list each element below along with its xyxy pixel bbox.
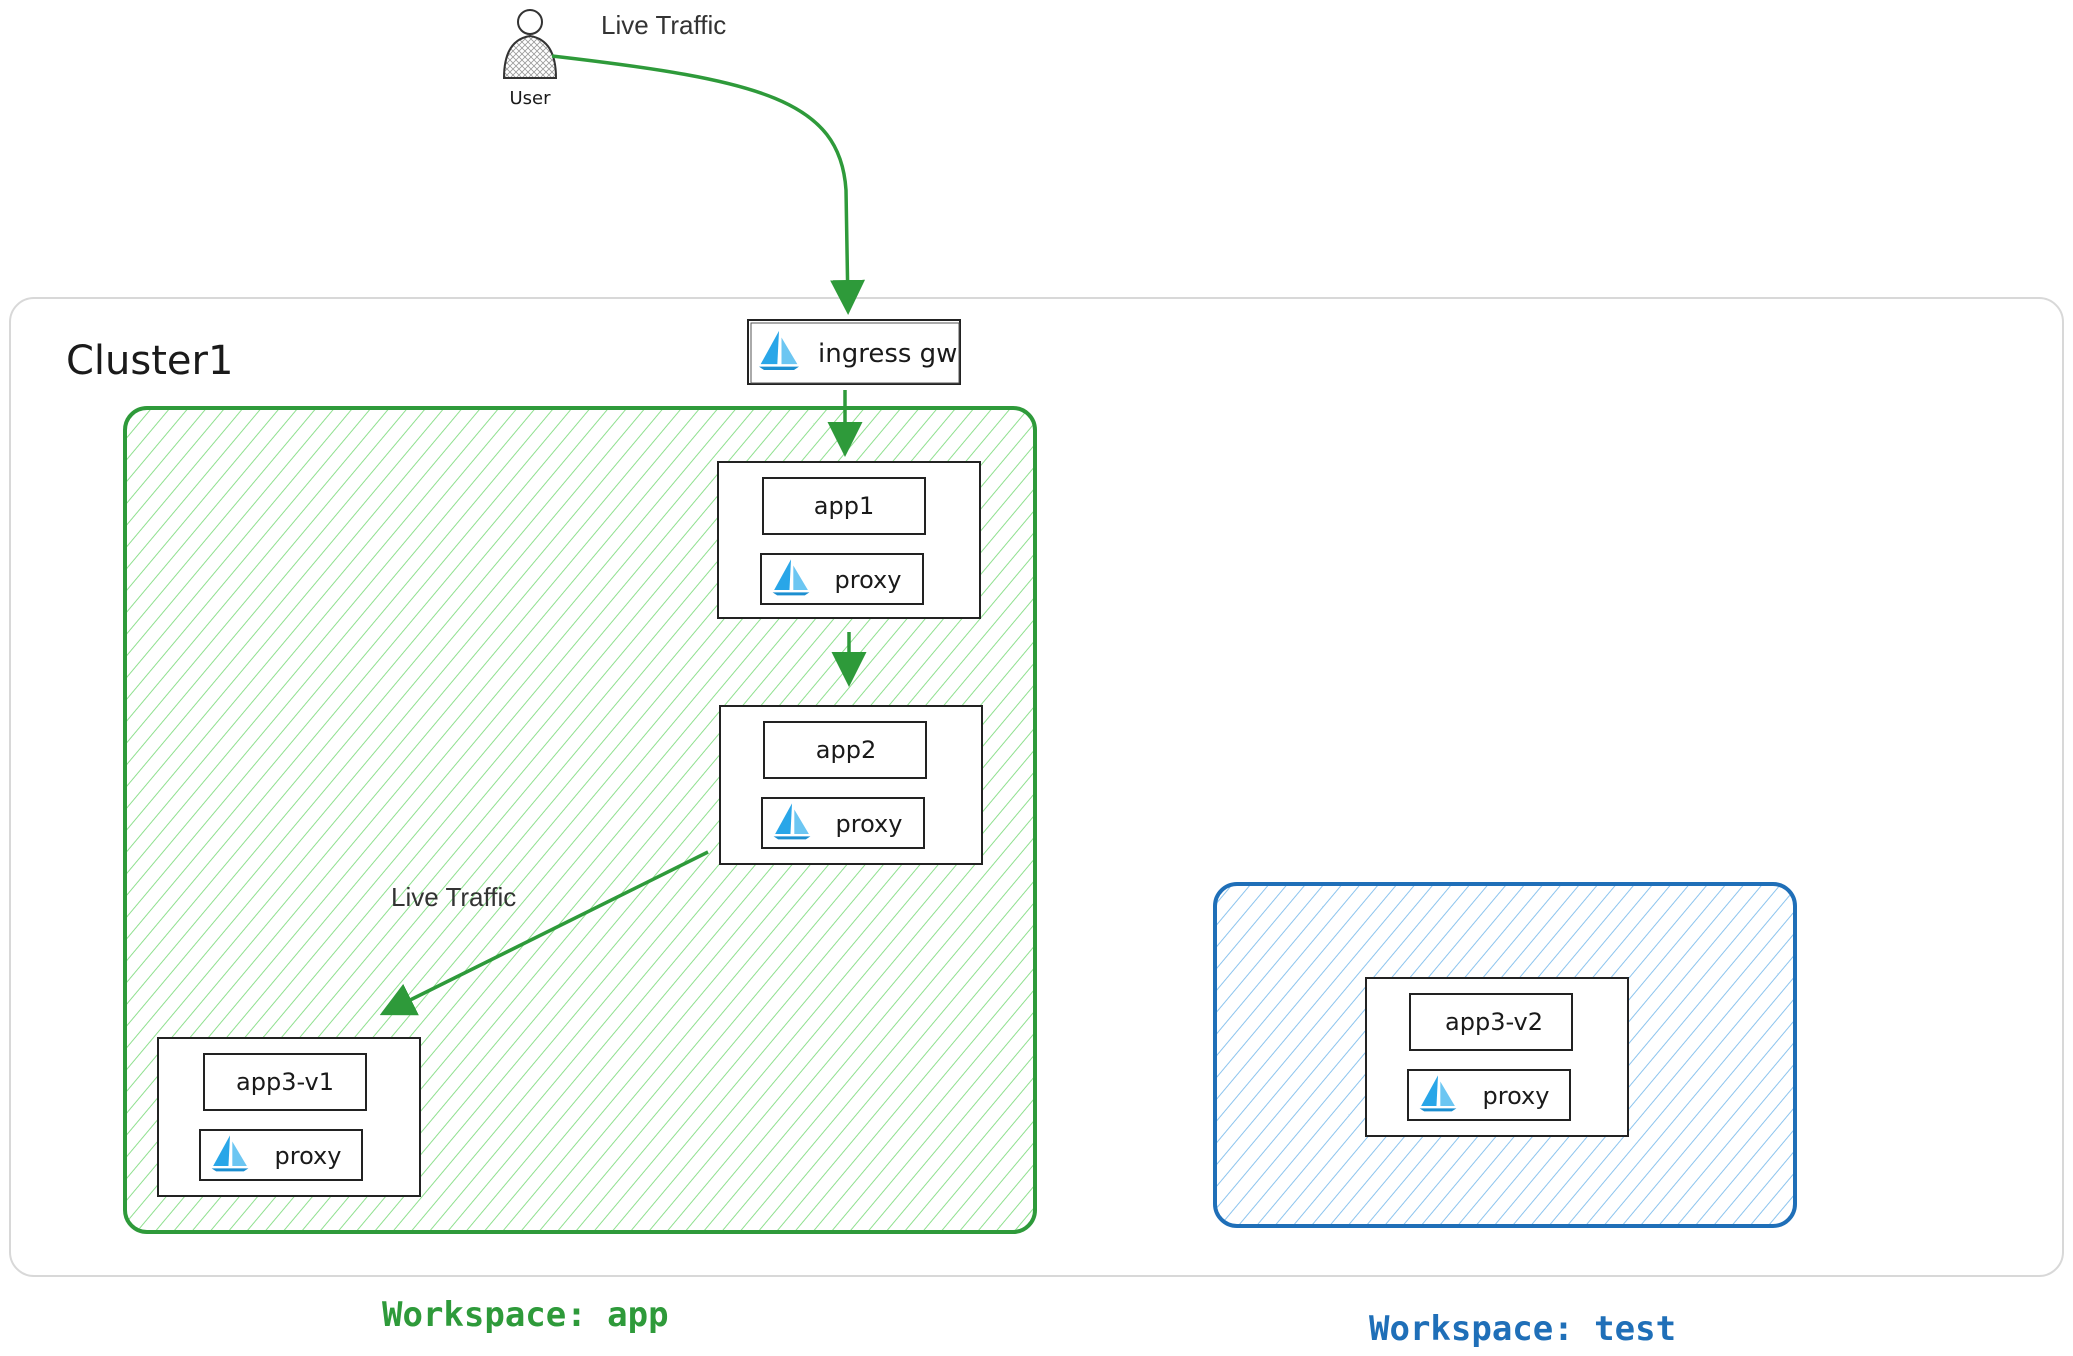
app3v1-proxy-label: proxy [275, 1142, 342, 1170]
app2-name: app2 [816, 736, 876, 764]
workspace-test-label: Workspace: test [1369, 1309, 1676, 1349]
user-icon [502, 9, 558, 79]
cluster-title: Cluster1 [66, 338, 233, 384]
user-label: User [509, 88, 551, 109]
arrow-user-to-ingress [551, 54, 866, 315]
cluster-container: Cluster1 [9, 297, 2064, 1277]
arrow-app2-to-app3v1 [379, 850, 709, 1016]
app2-proxy-label: proxy [836, 810, 903, 838]
pod-app1[interactable]: app1 proxy [717, 461, 981, 619]
traffic-label-middle: Live Traffic [391, 882, 516, 912]
pod-app3-v1[interactable]: app3-v1 proxy [157, 1037, 421, 1197]
app3v1-name: app3-v1 [236, 1068, 334, 1096]
pod-app2[interactable]: app2 proxy [719, 705, 983, 865]
pod-app3-v2[interactable]: app3-v2 proxy [1365, 977, 1629, 1137]
workspace-app-label: Workspace: app [382, 1295, 669, 1335]
ingress-gateway[interactable]: ingress gw [747, 319, 961, 385]
user-node[interactable]: User [502, 9, 558, 109]
app3v2-name: app3-v2 [1445, 1008, 1543, 1036]
app3v2-proxy-label: proxy [1483, 1082, 1550, 1110]
ingress-label: ingress gw [818, 339, 957, 369]
traffic-label-top: Live Traffic [601, 10, 726, 40]
app1-proxy-label: proxy [835, 566, 902, 594]
app1-name: app1 [814, 492, 874, 520]
